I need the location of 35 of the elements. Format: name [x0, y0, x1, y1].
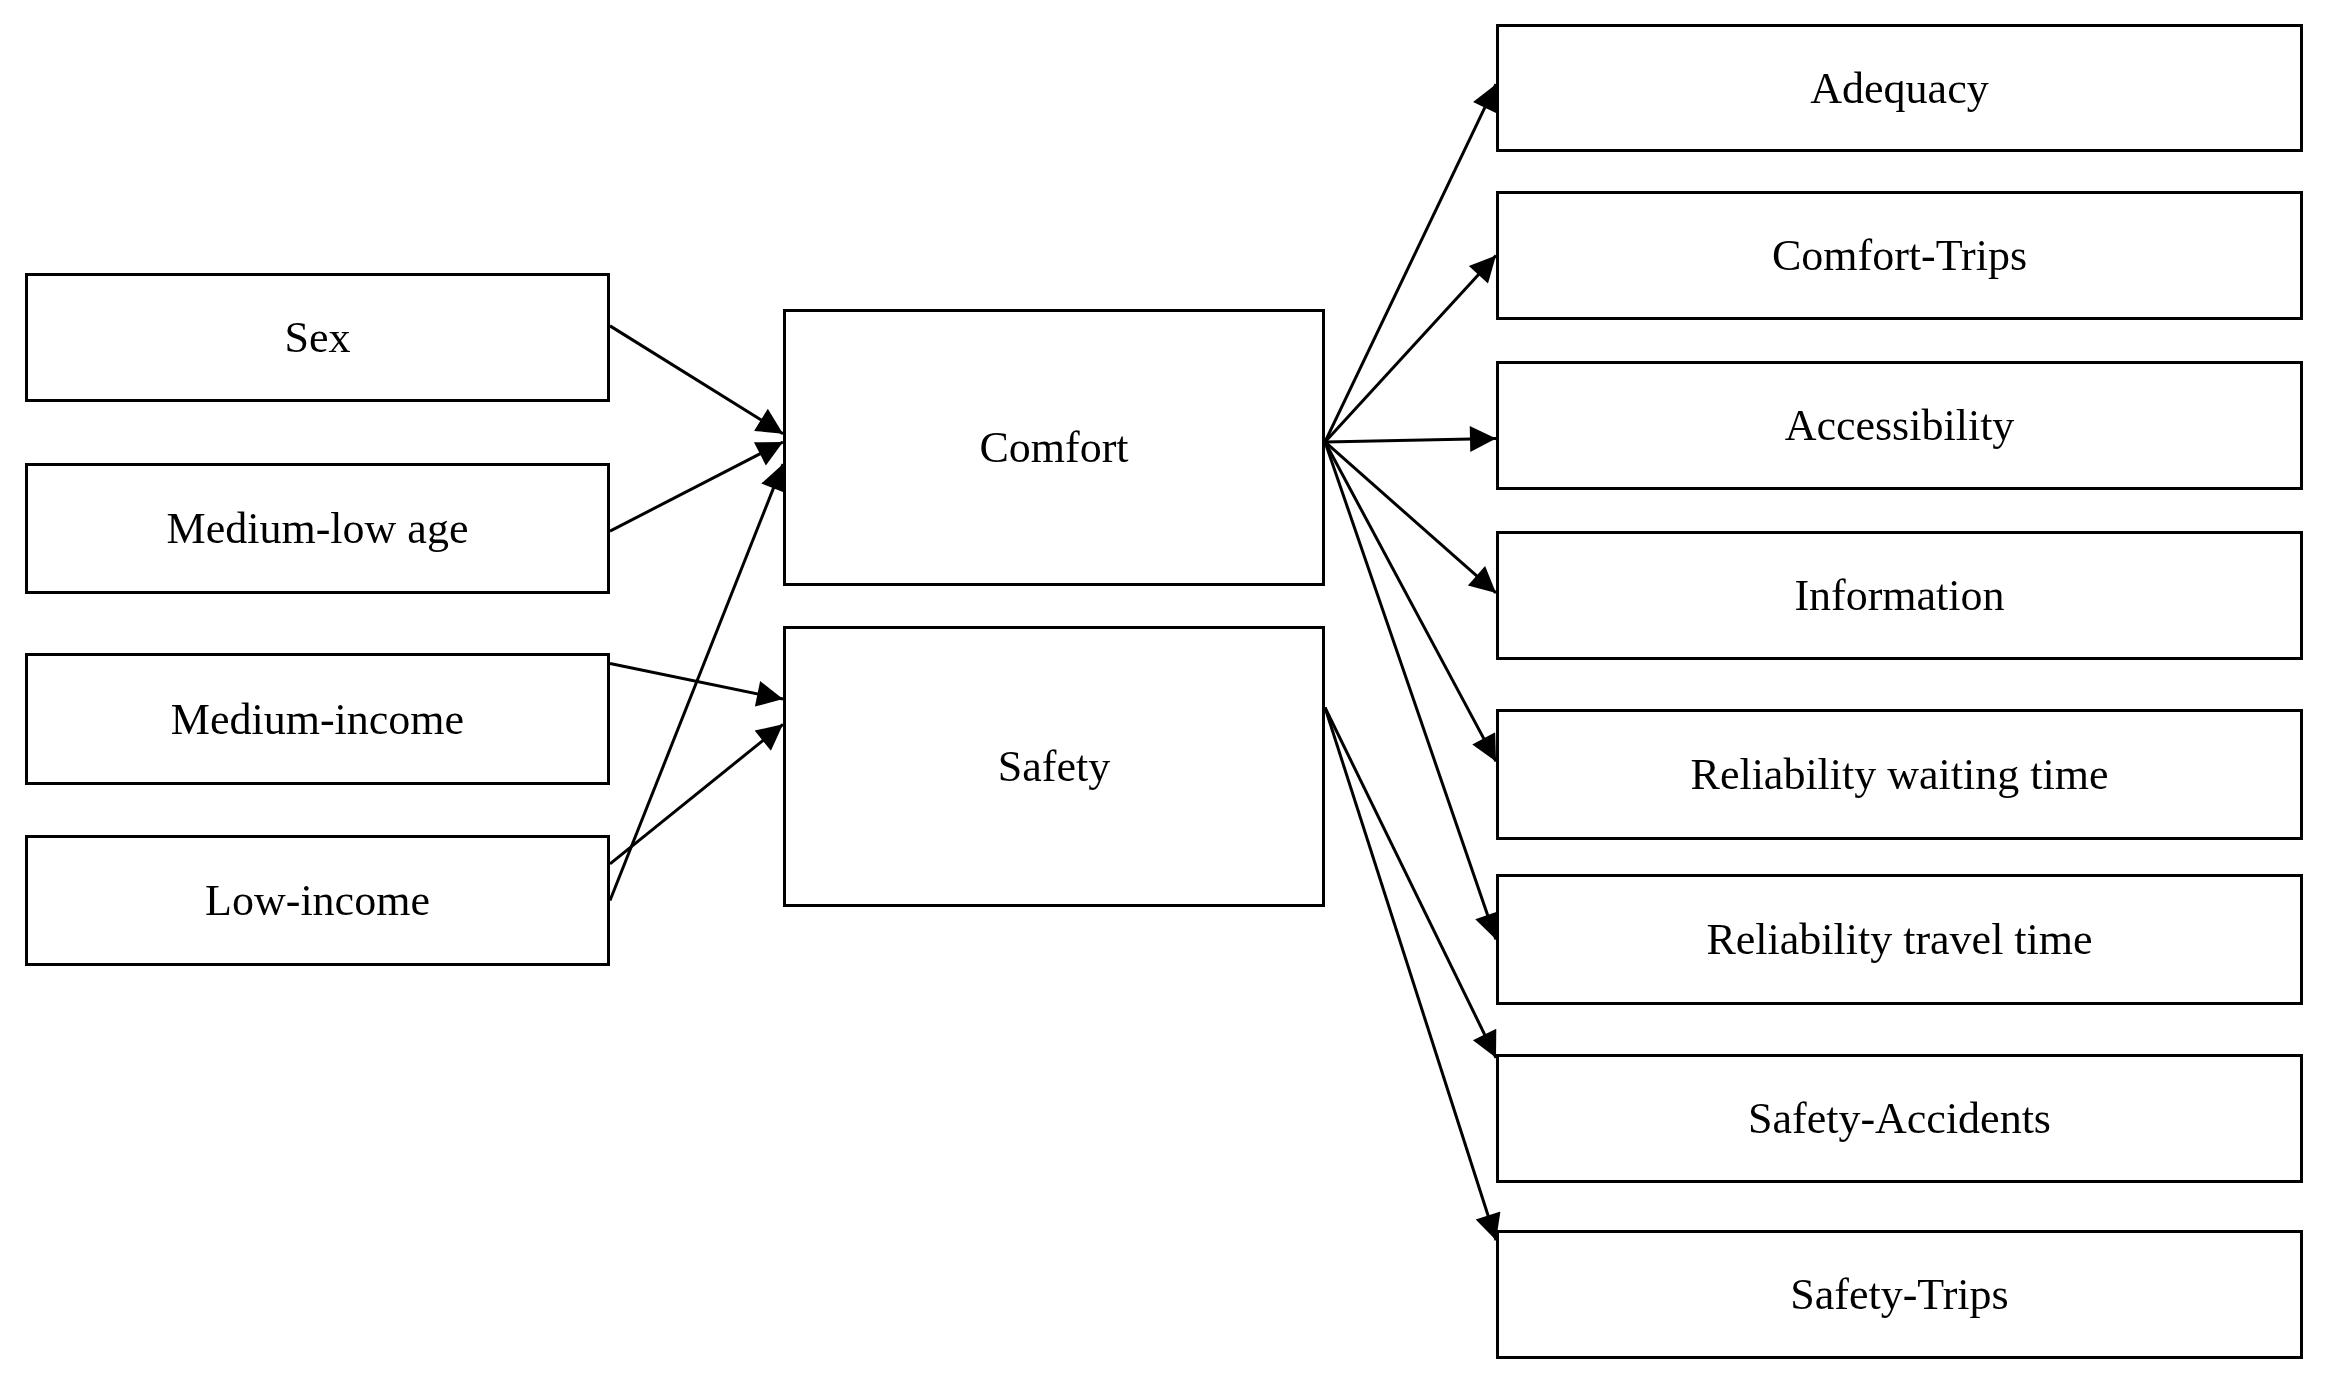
arrow [1324, 440, 1497, 595]
box-label: Reliability travel time [1706, 914, 2093, 965]
box [25, 463, 610, 594]
box-label: Medium-low age [166, 503, 469, 554]
box [25, 273, 610, 402]
box [1496, 191, 2303, 320]
box-label: Accessibility [1784, 400, 2015, 451]
box [1496, 874, 2303, 1005]
box [1496, 24, 2303, 152]
box-label: Safety [997, 741, 1111, 792]
box-label: Comfort-Trips [1771, 230, 2028, 281]
box [783, 309, 1325, 586]
box [1496, 709, 2303, 840]
box [1496, 531, 2303, 660]
box-label: Reliability waiting time [1690, 749, 2109, 800]
arrow [609, 662, 784, 707]
box-label: Comfort [979, 422, 1129, 473]
arrow [609, 440, 784, 533]
box [25, 653, 610, 785]
box-label: Safety-Accidents [1748, 1093, 2051, 1144]
arrow [609, 324, 784, 435]
box-label: Information [1794, 570, 2005, 621]
box-label: Sex [284, 312, 351, 363]
arrow [1324, 425, 1497, 452]
arrow [1323, 707, 1501, 1241]
box [783, 626, 1325, 907]
box-label: Adequacy [1810, 62, 1989, 114]
box [1496, 1054, 2303, 1183]
box-label: Low-income [205, 875, 430, 926]
box-label: Safety-Trips [1790, 1269, 2009, 1320]
box [1496, 1230, 2303, 1359]
box-label: Medium-income [170, 693, 465, 745]
box [1496, 361, 2303, 490]
arrow [609, 723, 784, 865]
box [25, 835, 610, 966]
